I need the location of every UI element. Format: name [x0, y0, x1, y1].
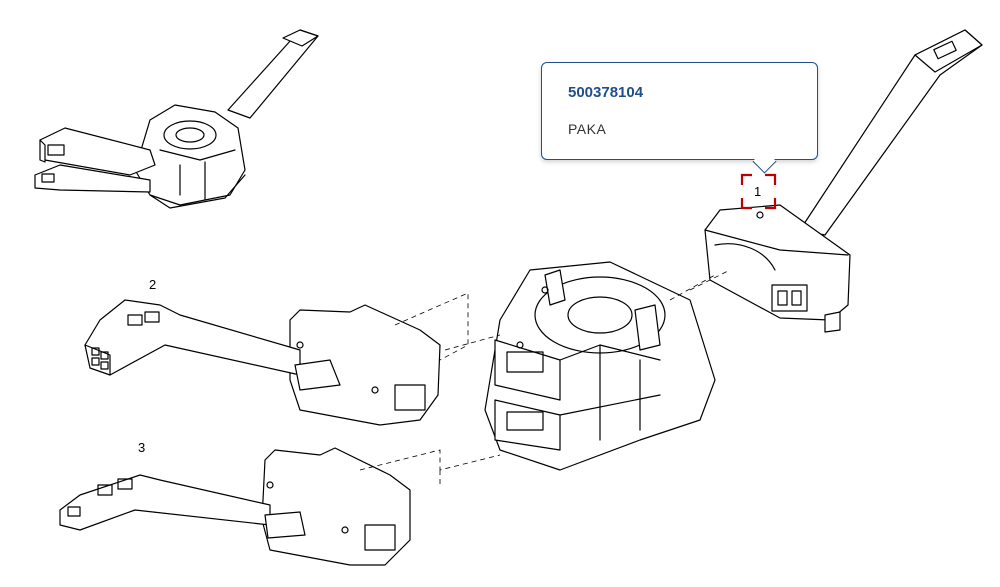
callout-2[interactable]: 2 [149, 277, 156, 292]
callout-1[interactable]: 1 [754, 184, 761, 199]
assembly-guide-lines [359, 269, 731, 485]
part-tooltip: 500378104 PAKA [541, 62, 818, 174]
assembled-switch-overview [34, 29, 319, 209]
part-2-lever-switch [84, 299, 441, 426]
part-number[interactable]: 500378104 [568, 84, 644, 101]
selected-part-marker[interactable] [740, 173, 777, 210]
part-1-lever-switch [704, 29, 983, 333]
central-switch-housing [484, 261, 716, 471]
part-description: PAKA [568, 121, 607, 137]
part-3-lever-switch [59, 447, 411, 566]
callout-3[interactable]: 3 [138, 440, 145, 455]
